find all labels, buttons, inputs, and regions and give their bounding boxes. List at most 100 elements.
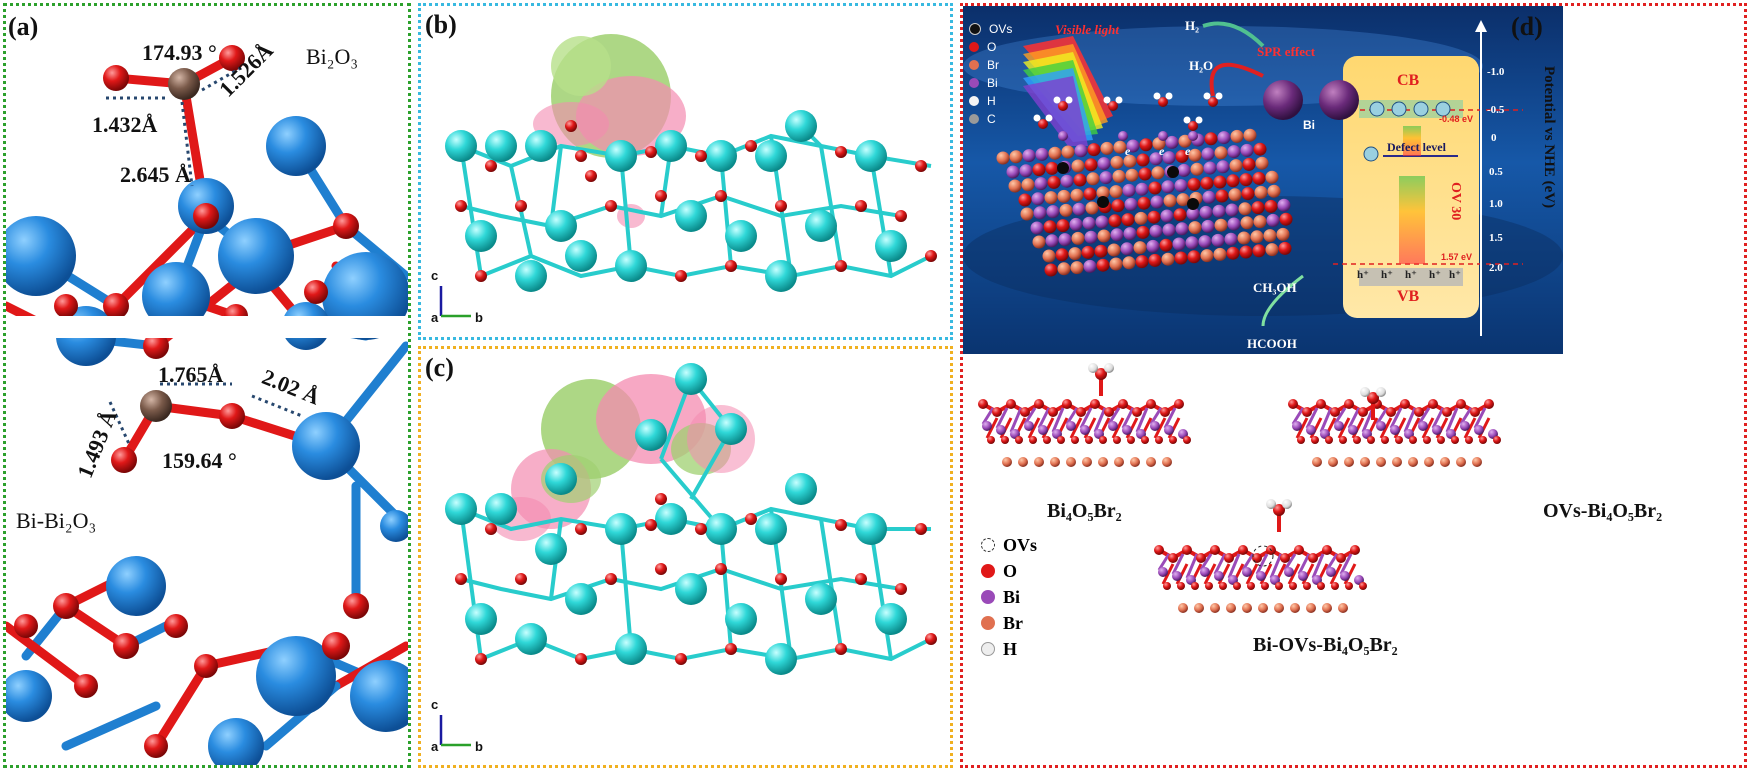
- slab-atom: [1030, 221, 1044, 235]
- slab-bond: [1379, 417, 1393, 439]
- slab-atom: [1163, 194, 1177, 208]
- legend-ovs-dot: [969, 23, 981, 35]
- structure-bi-ovs-bi4o5br2: [1154, 499, 1367, 613]
- br-atom: [1344, 457, 1354, 467]
- slab-atom: [1187, 177, 1201, 191]
- slab-atom: [1215, 189, 1229, 203]
- adsorbate-h: [1282, 499, 1292, 509]
- vb-value-label: 1.57 eV: [1441, 252, 1473, 262]
- o-atom: [1205, 582, 1213, 590]
- br-atom: [1050, 457, 1060, 467]
- e-legend-o-label: O: [1003, 560, 1018, 581]
- slab-atom: [1253, 142, 1267, 156]
- o-atom: [1155, 436, 1163, 444]
- slab-bond: [981, 407, 995, 425]
- slab-atom: [1135, 255, 1149, 269]
- slab-atom: [1008, 179, 1022, 193]
- electron-label-1: e: [1125, 144, 1131, 158]
- slab-atom: [1121, 213, 1135, 227]
- slab-atom: [1175, 149, 1189, 163]
- axis-c-b: b: [475, 739, 483, 754]
- o-atom: [1071, 436, 1079, 444]
- slab-atom: [1241, 187, 1255, 201]
- o-atom: [1210, 545, 1220, 555]
- ov30-label: OV 30: [1448, 182, 1463, 221]
- br-atom: [1146, 457, 1156, 467]
- slab-atom: [1073, 173, 1087, 187]
- o-atom: [1280, 553, 1290, 563]
- slab-atom: [1214, 146, 1228, 160]
- slab-atom: [1070, 188, 1084, 202]
- axis-b-b: b: [475, 310, 483, 325]
- slab-atom: [1149, 152, 1163, 166]
- slab-atom: [1276, 227, 1290, 241]
- slab-atom: [1120, 242, 1134, 256]
- slab-atom: [1058, 233, 1072, 247]
- slab-bond: [1389, 407, 1403, 429]
- water-h: [1203, 92, 1211, 100]
- slab-bond: [1255, 553, 1269, 575]
- bi-atom: [1340, 571, 1350, 581]
- panel-c-structure-svg: [439, 363, 937, 747]
- o-atom: [1400, 399, 1410, 409]
- o-atom: [1182, 545, 1192, 555]
- adsorbate-h: [1088, 363, 1098, 373]
- legend-h-dot: [969, 96, 979, 106]
- o-atom: [1322, 545, 1332, 555]
- slab-bond: [1329, 563, 1343, 585]
- bi-atom: [1158, 131, 1168, 141]
- o-atom: [1196, 553, 1206, 563]
- slab-atom: [1264, 199, 1278, 213]
- framework-red-atoms-b: [455, 120, 937, 282]
- cb-label: CB: [1397, 72, 1420, 89]
- br-atom: [1290, 603, 1300, 613]
- slab-bond: [1283, 553, 1297, 571]
- slab-atom: [1174, 251, 1188, 265]
- slab-atom: [1204, 132, 1218, 146]
- o-atom: [1331, 582, 1339, 590]
- slab-atom: [1200, 249, 1214, 263]
- br-atom: [1178, 603, 1188, 613]
- o-atom: [1493, 436, 1501, 444]
- slab-atom: [1006, 165, 1020, 179]
- o-atom: [1414, 407, 1424, 417]
- br-atom: [1306, 603, 1316, 613]
- slab-atom: [1087, 143, 1101, 157]
- water-h: [1153, 92, 1161, 100]
- slab-atom: [1134, 211, 1148, 225]
- slab-bond: [1417, 407, 1431, 425]
- water-h: [1215, 92, 1223, 100]
- o-atom: [1395, 436, 1403, 444]
- slab-atom: [1213, 175, 1227, 189]
- bottom-dotted-lines: [108, 382, 303, 447]
- bottom-atoms: [6, 390, 408, 765]
- adsorbate-o: [1273, 504, 1285, 516]
- bi2o3-title: Bi₂O₃: [306, 44, 359, 69]
- slab-atom: [1048, 146, 1062, 160]
- o-atom: [1219, 582, 1227, 590]
- bi-atom: [1024, 421, 1034, 431]
- br-atom: [1456, 457, 1466, 467]
- slab-bond: [1325, 553, 1339, 571]
- catalyst-slab-atoms: [996, 92, 1293, 277]
- o-atom: [1409, 436, 1417, 444]
- o-atom: [1451, 436, 1459, 444]
- panel-c: (c) c a b: [421, 349, 950, 765]
- bi-atom: [1376, 421, 1386, 431]
- tick-6: 1.5: [1489, 232, 1503, 244]
- o-atom: [1294, 545, 1304, 555]
- br-atom: [1472, 457, 1482, 467]
- slab-atom: [1201, 219, 1215, 233]
- water-o: [1108, 101, 1118, 111]
- ov-marker: [1252, 545, 1274, 567]
- visible-light-beam: [1023, 36, 1113, 146]
- water-o: [1208, 97, 1218, 107]
- slab-atom: [1083, 187, 1097, 201]
- top-distance-label: 2.645 Å: [120, 162, 191, 187]
- slab-atom: [1020, 207, 1034, 221]
- bi-particle-label: Bi: [1303, 118, 1315, 132]
- o-atom: [1132, 407, 1142, 417]
- top-bond1-label: 1.432Å: [92, 112, 158, 137]
- bi-atom: [1390, 425, 1400, 435]
- slab-atom: [1239, 173, 1253, 187]
